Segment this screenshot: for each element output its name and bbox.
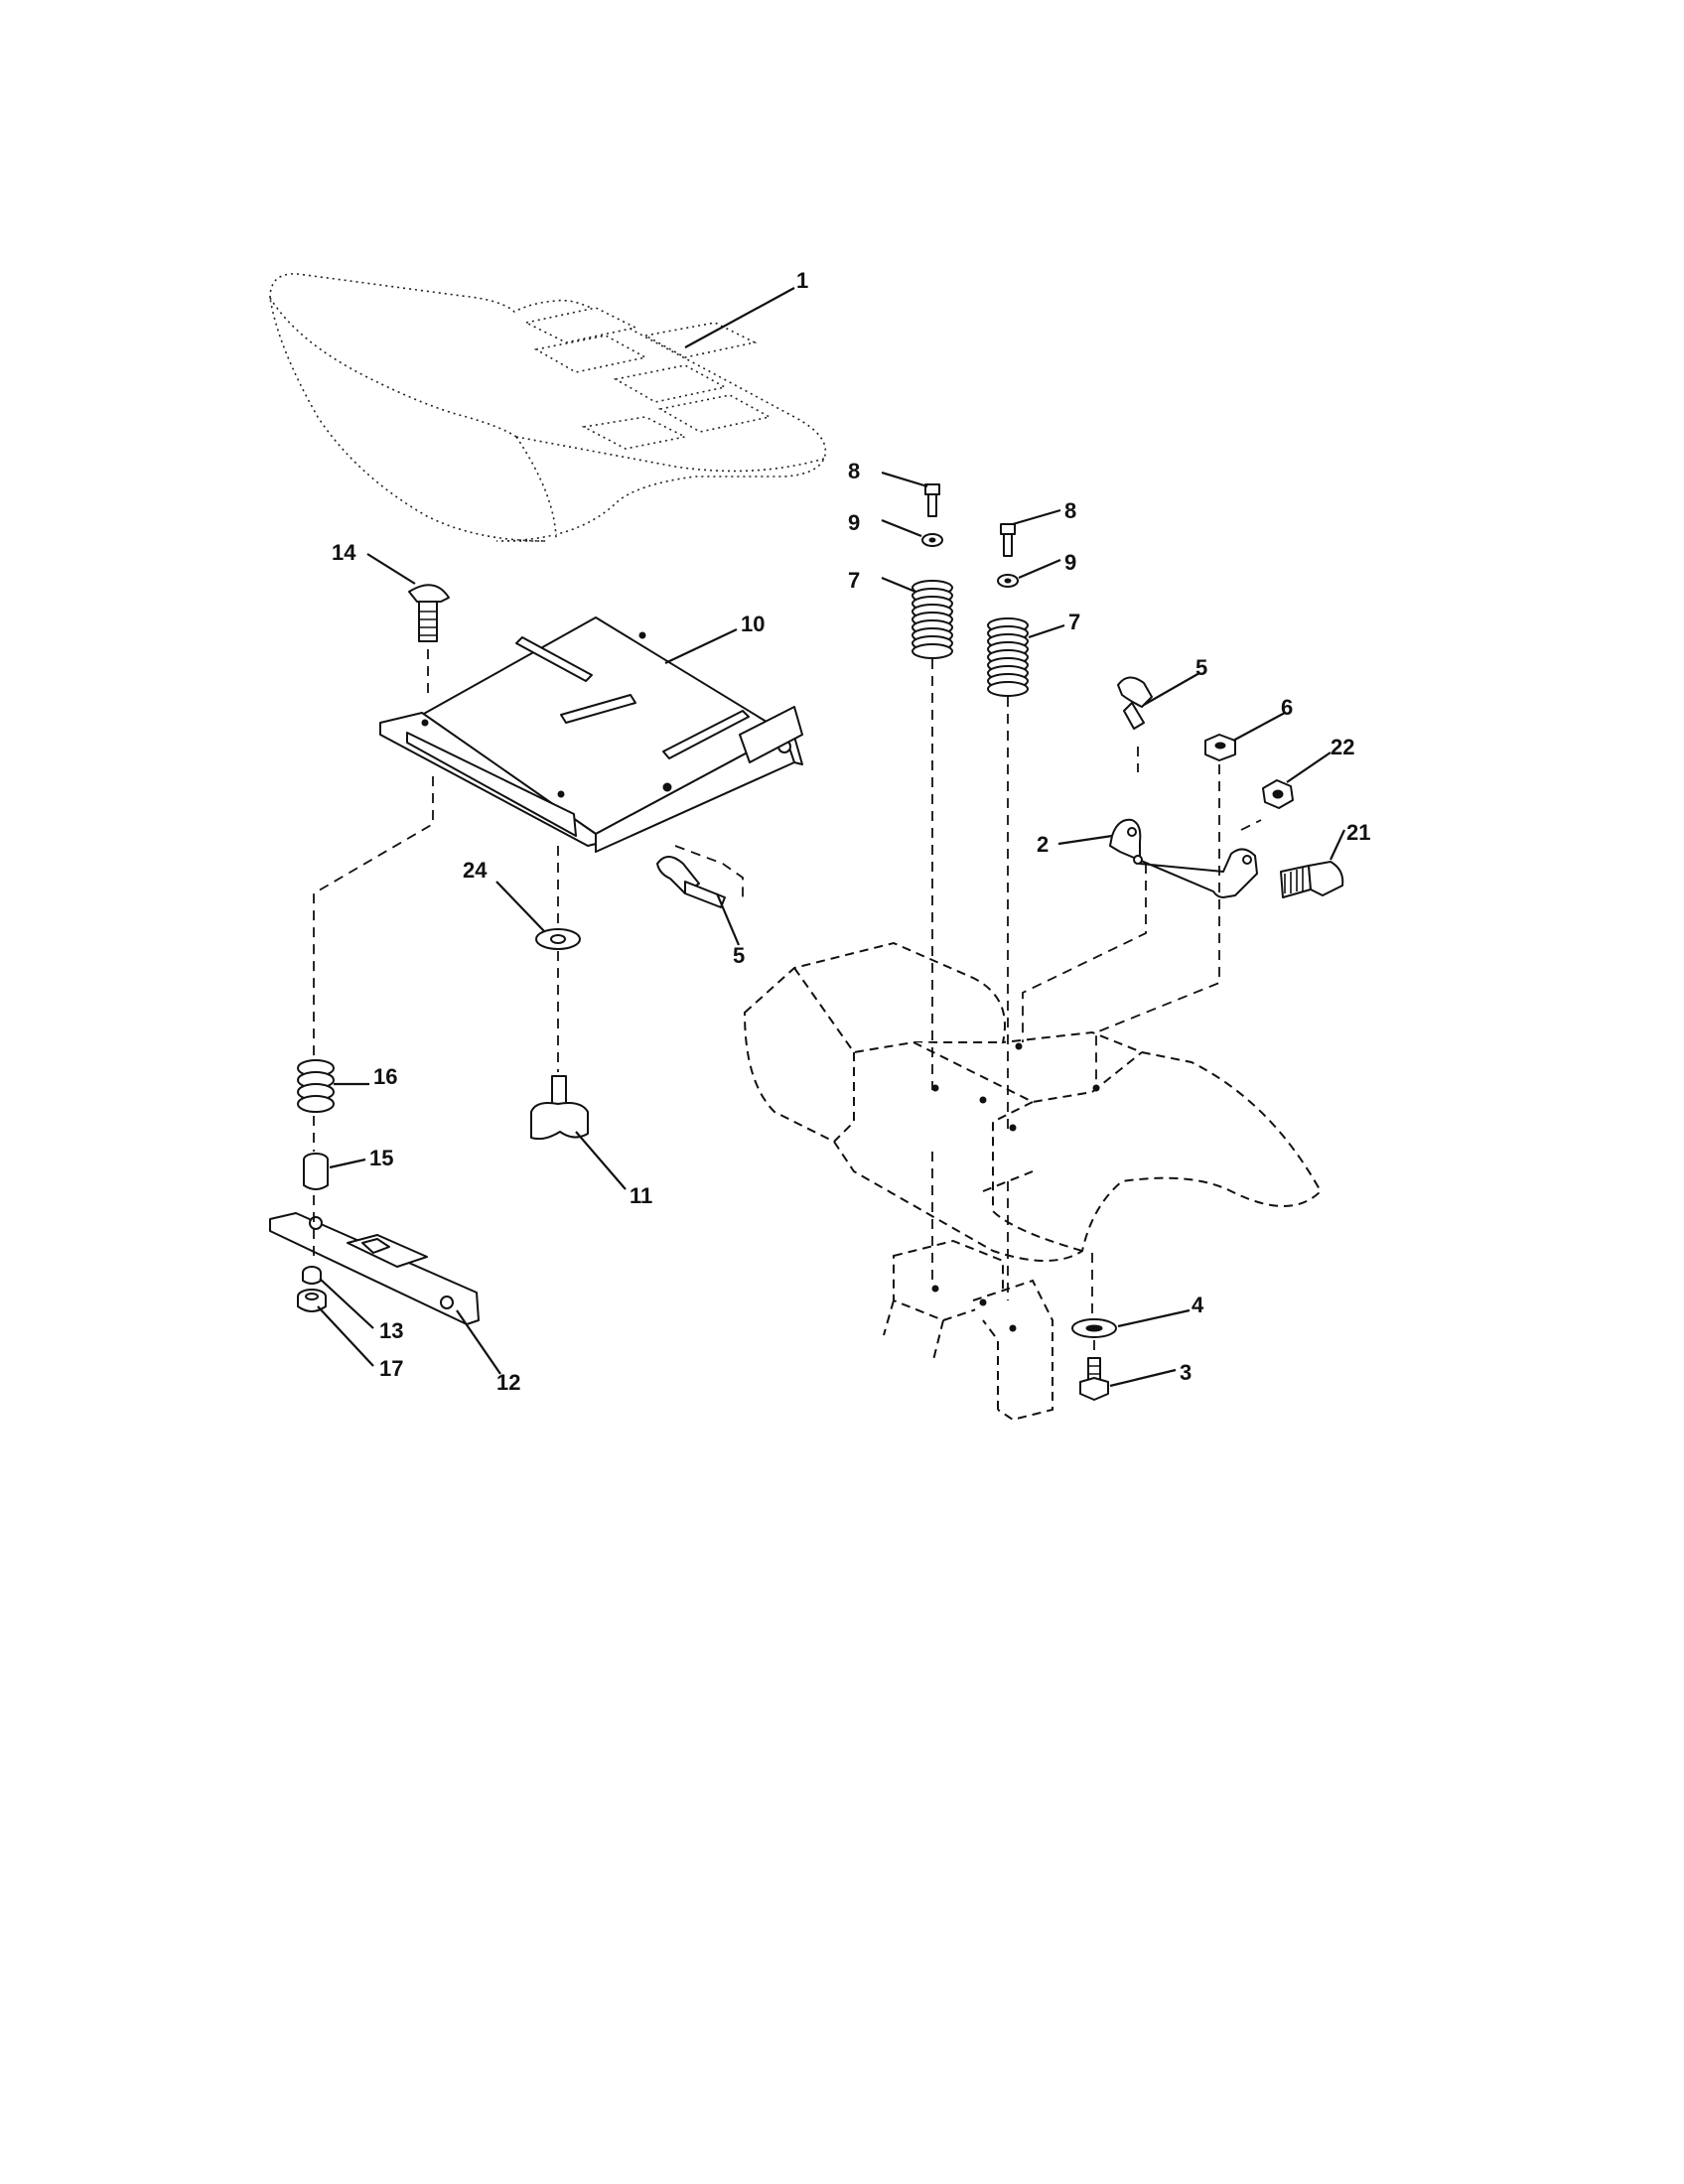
callout-7-right: 7 (1068, 610, 1080, 634)
callout-4: 4 (1192, 1293, 1204, 1317)
pivot-bracket-part (1109, 818, 1258, 898)
callout-15: 15 (369, 1146, 393, 1170)
callout-1: 1 (796, 268, 808, 293)
spring-small-part (297, 1059, 335, 1113)
shoulder-bolt-part (1280, 861, 1344, 898)
callout-24: 24 (463, 858, 488, 883)
seat-pan-part (379, 616, 803, 853)
bolt-3-part (1079, 1357, 1109, 1401)
callout-8-right: 8 (1064, 498, 1076, 523)
spring-7-right-part (987, 617, 1029, 697)
clip-left-part (656, 856, 726, 908)
washer-part (535, 928, 581, 950)
nut-13-part (302, 1266, 322, 1285)
callout-12: 12 (496, 1370, 520, 1395)
spacer-part (303, 1153, 329, 1190)
bolt-8-left-part (924, 483, 940, 517)
flange-nut-17-part (297, 1289, 327, 1312)
callout-9-right: 9 (1064, 550, 1076, 575)
callout-10: 10 (741, 612, 765, 636)
callout-3: 3 (1180, 1360, 1192, 1385)
carriage-bolt-part (408, 584, 450, 642)
callout-16: 16 (373, 1064, 397, 1089)
callout-17: 17 (379, 1356, 403, 1381)
callout-2: 2 (1037, 832, 1049, 857)
callout-9-left: 9 (848, 510, 860, 535)
callout-21: 21 (1346, 820, 1370, 845)
assembly-lines (313, 649, 1262, 1354)
washer-9-right-part (997, 574, 1019, 588)
leader-lines (317, 287, 1345, 1388)
clip-right-part (1117, 676, 1153, 730)
bolt-8-right-part (1000, 523, 1016, 557)
callout-labels: 1 2 3 4 5 5 6 7 7 8 8 9 9 10 11 12 13 14… (332, 268, 1370, 1395)
nut-6-part (1204, 734, 1236, 761)
callout-13: 13 (379, 1318, 403, 1343)
slide-bracket-part (269, 1212, 480, 1325)
seat-part (269, 273, 827, 542)
callout-7-left: 7 (848, 568, 860, 593)
callout-5-right: 5 (1195, 655, 1207, 680)
callout-8-left: 8 (848, 459, 860, 483)
callout-5-left: 5 (733, 943, 745, 968)
tractor-frame-outline (743, 941, 1323, 1422)
washer-9-left-part (921, 533, 943, 547)
spring-7-left-part (912, 580, 953, 659)
callout-14: 14 (332, 540, 356, 565)
callout-11: 11 (630, 1183, 652, 1208)
callout-6: 6 (1281, 695, 1293, 720)
nut-22-part (1262, 779, 1294, 809)
washer-4-part (1071, 1318, 1117, 1338)
adjusting-knob-part (530, 1075, 589, 1141)
callout-22: 22 (1331, 735, 1354, 759)
